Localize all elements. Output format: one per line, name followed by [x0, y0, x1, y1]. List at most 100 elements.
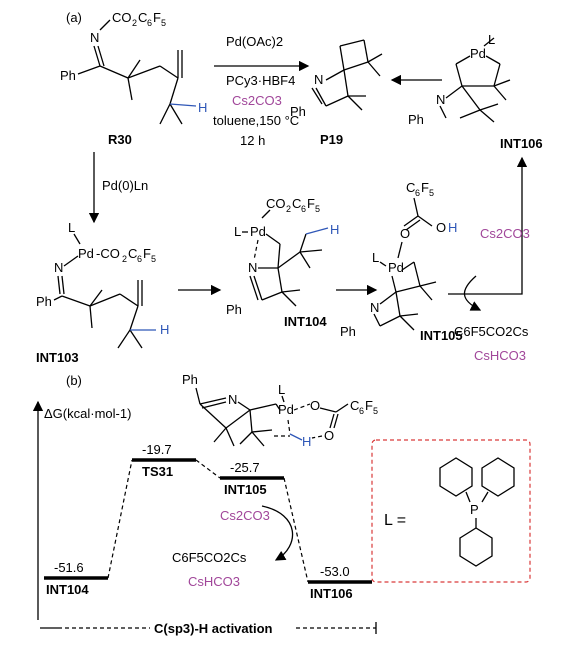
- byproduct-bicarb-b: CsHCO3: [188, 574, 240, 589]
- svg-text:L: L: [234, 224, 241, 239]
- svg-text:Ph: Ph: [182, 372, 198, 387]
- value-int105: -25.7: [230, 460, 260, 475]
- connector-int104-ts31: [107, 459, 133, 579]
- label-int104: INT104: [284, 314, 327, 329]
- svg-text:5: 5: [315, 204, 320, 214]
- svg-text:H: H: [330, 222, 339, 237]
- label-int106: INT106: [500, 136, 543, 151]
- arrow-int105-to-int106: [448, 156, 528, 295]
- svg-text:P: P: [470, 502, 479, 517]
- svg-text:CO: CO: [112, 10, 132, 25]
- svg-text:H: H: [448, 220, 457, 235]
- svg-text:C: C: [292, 196, 301, 211]
- svg-text:Pd: Pd: [250, 224, 266, 239]
- svg-text:6: 6: [147, 18, 152, 28]
- panel-b-label: (b): [66, 373, 82, 388]
- int105-structure: C 6 F 5 O H O L Pd N Ph: [340, 180, 457, 339]
- svg-text:6: 6: [301, 204, 306, 214]
- byproduct-bicarb-a: CsHCO3: [474, 348, 526, 363]
- svg-text:5: 5: [161, 18, 166, 28]
- name-int104: INT104: [46, 582, 89, 597]
- label-r30: R30: [108, 132, 132, 147]
- label-p19: P19: [320, 132, 343, 147]
- svg-text:O: O: [436, 220, 446, 235]
- svg-text:5: 5: [429, 188, 434, 198]
- svg-text:N: N: [370, 300, 379, 315]
- cs2co3-a: Cs2CO3: [480, 226, 530, 241]
- cond-time: 12 h: [240, 133, 265, 148]
- int106-structure: L Pd N Ph: [408, 32, 511, 127]
- svg-text:N: N: [436, 92, 445, 107]
- ts31-structure: Ph N L Pd O C 6 F 5 O H: [182, 372, 378, 449]
- cond-solvent-temp: toluene,150 °C: [213, 113, 299, 128]
- name-int106: INT106: [310, 586, 353, 601]
- cs2co3-b: Cs2CO3: [220, 508, 270, 523]
- curved-arrow-base: [463, 275, 482, 311]
- svg-text:6: 6: [137, 254, 142, 264]
- svg-text:Pd: Pd: [388, 260, 404, 275]
- svg-text:C: C: [128, 246, 137, 261]
- svg-text:N: N: [54, 260, 63, 275]
- svg-text:F: F: [421, 180, 429, 195]
- svg-text:H: H: [160, 322, 169, 337]
- value-int104: -51.6: [54, 560, 84, 575]
- svg-text:Ph: Ph: [36, 294, 52, 309]
- svg-text:H: H: [198, 100, 207, 115]
- name-int105: INT105: [224, 482, 267, 497]
- svg-text:2: 2: [132, 18, 137, 28]
- label-int103: INT103: [36, 350, 79, 365]
- svg-text:2: 2: [286, 204, 291, 214]
- r30-structure: N CO 2 C 6 F 5 Ph H: [60, 10, 207, 125]
- curved-arrow-base-b: [261, 505, 294, 561]
- svg-text:Pd: Pd: [278, 402, 294, 417]
- p19-structure: N Ph: [290, 39, 383, 119]
- ligand-box: [371, 439, 531, 583]
- svg-text:N: N: [228, 392, 237, 407]
- pcy3-structure: P: [439, 457, 515, 567]
- value-int106: -53.0: [320, 564, 350, 579]
- svg-text:L: L: [372, 250, 379, 265]
- svg-text:N: N: [314, 72, 323, 87]
- svg-text:N: N: [248, 260, 257, 275]
- svg-text:5: 5: [373, 406, 378, 416]
- value-ts31: -19.7: [142, 442, 172, 457]
- x-axis-label: C(sp3)-H activation: [154, 621, 273, 636]
- svg-text:Ph: Ph: [340, 324, 356, 339]
- panel-a-label: (a): [66, 10, 82, 25]
- label-pd0ln: Pd(0)Ln: [102, 178, 148, 193]
- cond-ligand: PCy3·HBF4: [226, 73, 295, 88]
- svg-text:O: O: [310, 398, 320, 413]
- svg-text:Ph: Ph: [226, 302, 242, 317]
- svg-text:O: O: [324, 428, 334, 443]
- cond-catalyst: Pd(OAc)2: [226, 34, 283, 49]
- byproduct-ester-a: C6F5CO2Cs: [454, 324, 529, 339]
- svg-text:O: O: [400, 226, 410, 241]
- svg-text:6: 6: [415, 188, 420, 198]
- connector-ts31-int105: [195, 459, 221, 479]
- svg-text:N: N: [90, 30, 99, 45]
- svg-text:F: F: [365, 398, 373, 413]
- cond-base: Cs2CO3: [232, 93, 282, 108]
- svg-text:5: 5: [151, 254, 156, 264]
- svg-text:C: C: [138, 10, 147, 25]
- name-ts31: TS31: [142, 464, 173, 479]
- svg-text:L: L: [68, 220, 75, 235]
- svg-text:6: 6: [359, 406, 364, 416]
- byproduct-ester-b: C6F5CO2Cs: [172, 550, 247, 565]
- svg-text:2: 2: [122, 254, 127, 264]
- svg-text:Pd: Pd: [470, 46, 486, 61]
- connector-int105-int106: [283, 477, 309, 583]
- svg-text:C: C: [350, 398, 359, 413]
- svg-text:Pd: Pd: [78, 246, 94, 261]
- svg-text:CO: CO: [266, 196, 286, 211]
- svg-text:Ph: Ph: [290, 104, 306, 119]
- svg-text:F: F: [307, 196, 315, 211]
- label-int105: INT105: [420, 328, 463, 343]
- svg-text:H: H: [302, 434, 311, 449]
- svg-text:-CO: -CO: [96, 246, 120, 261]
- int103-structure: L Pd -CO 2 C 6 F 5 N Ph H: [36, 220, 169, 349]
- svg-text:L: L: [278, 382, 285, 397]
- int104-structure: CO 2 C 6 F 5 L Pd N H Ph: [226, 196, 339, 317]
